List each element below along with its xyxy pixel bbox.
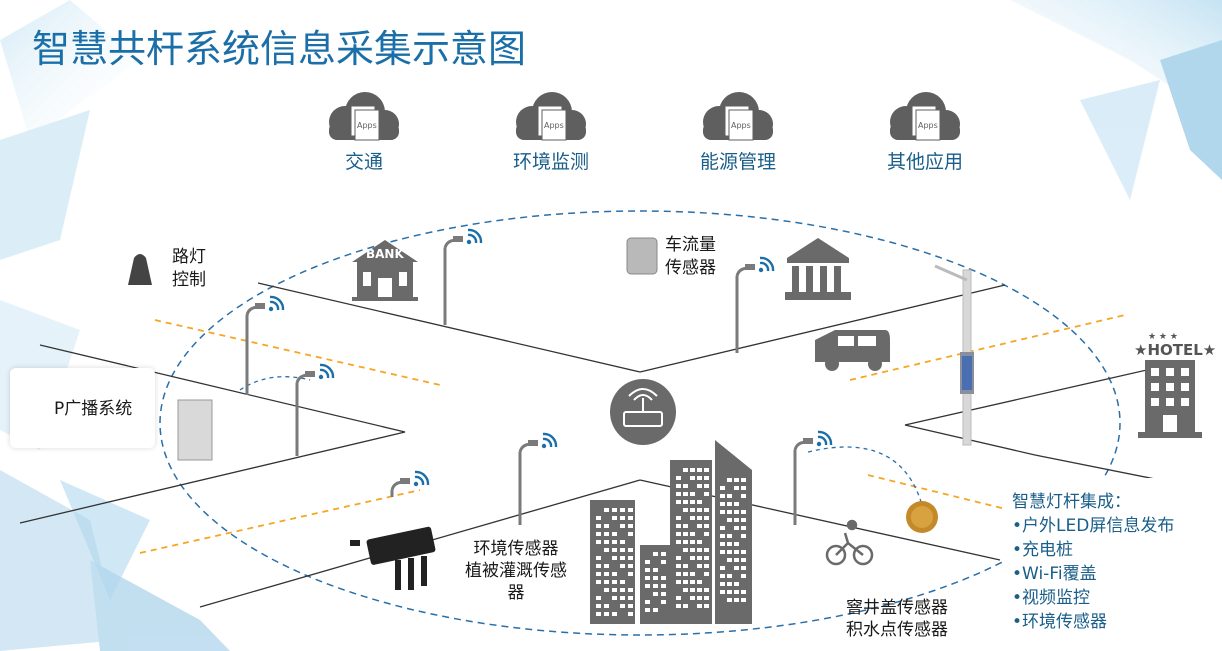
link-arc-left xyxy=(239,376,311,391)
decor-facets-right xyxy=(1010,0,1222,200)
coverage-ellipse xyxy=(159,210,1121,636)
street-lamp-icon xyxy=(735,256,775,353)
wifi-icon xyxy=(466,228,483,245)
street-lamp-icon xyxy=(518,432,558,525)
app-other: 其他应用 xyxy=(870,145,980,174)
apps-badge-text: Apps xyxy=(544,121,564,130)
app-label: 能源管理 xyxy=(699,151,776,173)
smart-pole-icon xyxy=(934,264,974,446)
svg-text:★ ★ ★: ★ ★ ★ xyxy=(1148,332,1178,342)
street-lamp-icon xyxy=(793,430,833,525)
apps-cloud-icon: Apps xyxy=(890,92,960,141)
speaker-icon xyxy=(177,399,213,461)
integration-item: •充电桩 xyxy=(1012,540,1074,560)
apps-cloud-icon: Apps xyxy=(703,92,773,141)
apps-badge-text: Apps xyxy=(357,121,377,130)
apps-cloud-icon: Apps xyxy=(516,92,586,141)
environment-sensor-device-icon xyxy=(350,526,436,590)
app-energy: 能源管理 xyxy=(683,145,793,174)
decor-facets-left xyxy=(0,0,230,651)
traffic-sensor-icon xyxy=(626,237,658,275)
wifi-icon xyxy=(318,363,335,380)
integration-item: •视频监控 xyxy=(1012,588,1091,608)
label-broadcast: P广播系统 xyxy=(54,399,133,419)
page-title: 智慧共杆系统信息采集示意图 xyxy=(32,27,527,71)
wifi-icon xyxy=(268,295,285,312)
integration-item: •Wi-Fi覆盖 xyxy=(1012,564,1097,584)
label-manhole-sensor: 窨井盖传感器 积水点传感器 xyxy=(846,598,948,640)
apps-badge-text: Apps xyxy=(731,121,751,130)
label-environment-sensor: 环境传感器 植被灌溉传感 器 xyxy=(465,539,567,603)
app-environment: 环境监测 xyxy=(496,145,606,174)
app-label: 交通 xyxy=(344,151,383,173)
road-lines xyxy=(19,282,1161,608)
hotel-sign-text: ★HOTEL★ xyxy=(1134,341,1216,359)
streetlight-controller-icon xyxy=(128,254,152,285)
label-traffic-sensor: 车流量 传感器 xyxy=(665,235,716,278)
bicycle-icon xyxy=(825,519,874,566)
broadcast-card: P广播系统 xyxy=(10,368,155,448)
bank-sign-text: BANK xyxy=(366,247,404,261)
apps-badge-text: Apps xyxy=(918,121,938,130)
wifi-icon xyxy=(541,432,558,449)
government-building-icon xyxy=(785,238,851,300)
integration-item: •户外LED屏信息发布 xyxy=(1012,516,1175,536)
integration-heading: 智慧灯杆集成： xyxy=(1012,492,1131,512)
integration-item: •环境传感器 xyxy=(1012,612,1108,632)
app-label: 环境监测 xyxy=(512,151,589,173)
wifi-icon xyxy=(758,256,775,273)
city-buildings-icon xyxy=(590,440,752,624)
app-traffic: 交通 xyxy=(309,145,419,174)
bank-icon xyxy=(352,240,418,301)
label-streetlight-control: 路灯 控制 xyxy=(172,247,206,290)
street-lamp-icon xyxy=(443,228,483,325)
link-arc-right xyxy=(807,446,923,506)
street-lamp-icon xyxy=(245,295,285,395)
van-icon xyxy=(815,330,890,371)
apps-cloud-icon: Apps xyxy=(329,92,399,141)
wifi-icon xyxy=(816,430,833,447)
integration-card xyxy=(1002,478,1217,646)
app-label: 其他应用 xyxy=(886,151,963,173)
integration-list: 智慧灯杆集成： •户外LED屏信息发布 •充电桩 •Wi-Fi覆盖 •视频监控 … xyxy=(1012,490,1174,634)
street-lamp-icon xyxy=(295,363,335,456)
hotel-icon: ★ ★ ★ xyxy=(1138,332,1202,438)
wifi-icon xyxy=(413,470,430,487)
street-lamp-icon xyxy=(390,470,430,497)
